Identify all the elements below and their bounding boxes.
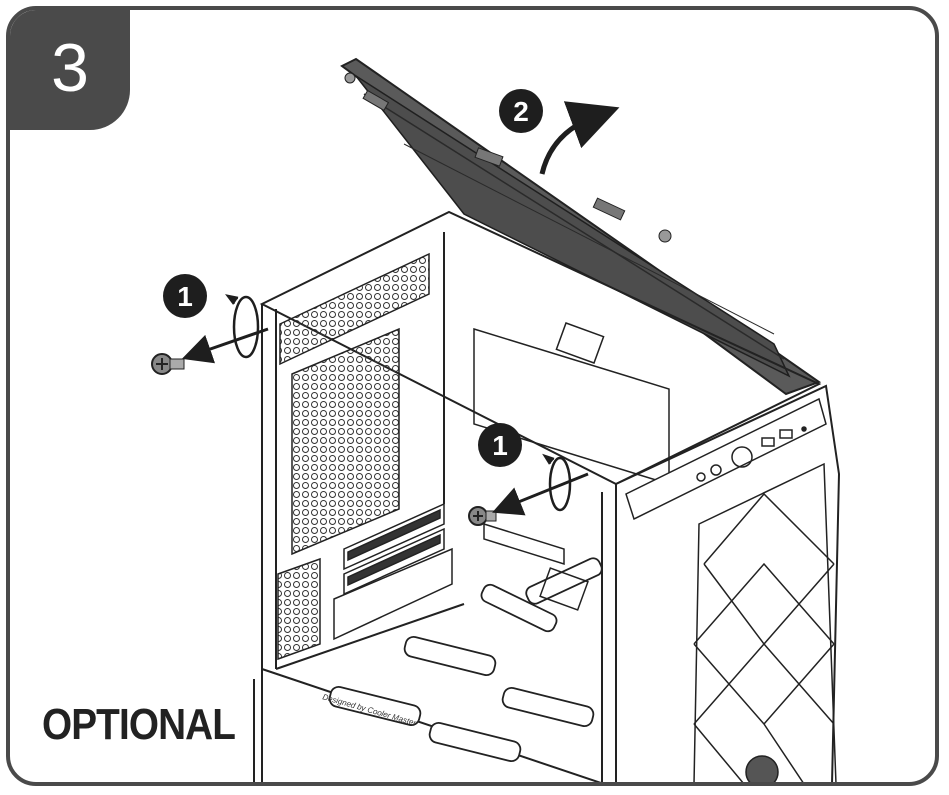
case-illustration: Designed by Cooler Master 1 1 2	[151, 57, 841, 782]
callout-1-left: 1	[177, 281, 193, 312]
pull-arrow-icon	[181, 327, 269, 364]
instruction-frame: Designed by Cooler Master 1 1 2 3	[6, 6, 939, 786]
step-tab: 3	[10, 10, 130, 130]
expansion-slots	[333, 502, 453, 641]
callout-badge: 1	[478, 423, 522, 467]
screw-icon	[468, 506, 497, 526]
callout-2: 2	[513, 96, 529, 127]
callout-badge: 2	[499, 89, 543, 133]
floor-cutouts	[328, 557, 603, 763]
rotate-ccw-icon	[225, 294, 260, 359]
callout-badge: 1	[163, 274, 207, 318]
optional-label: OPTIONAL	[42, 700, 236, 749]
rear-mesh	[277, 252, 430, 661]
rotate-ccw-icon	[542, 453, 572, 512]
step-number: 3	[51, 30, 89, 106]
lift-arrow-icon	[539, 101, 620, 175]
top-panel	[340, 57, 822, 396]
callout-1-center: 1	[492, 430, 508, 461]
pull-arrow-icon	[492, 472, 589, 516]
screw-icon	[151, 353, 185, 375]
front-panel	[625, 397, 837, 782]
